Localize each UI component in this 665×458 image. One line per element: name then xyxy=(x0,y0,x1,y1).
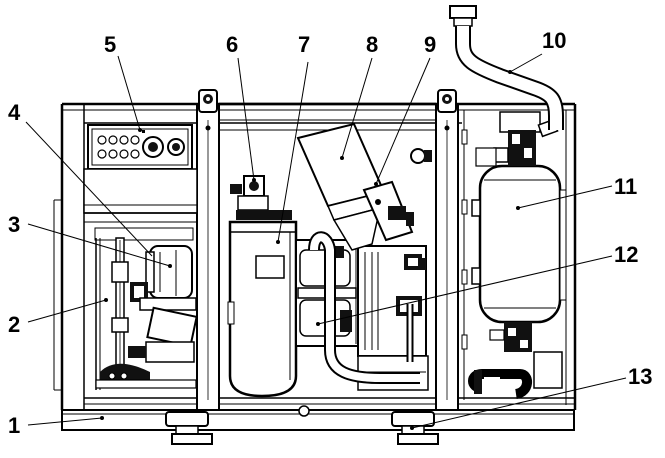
leader-lines xyxy=(25,53,627,430)
tank-bottom-fittings xyxy=(489,322,563,389)
vertical-post-right xyxy=(435,89,459,411)
callout-1: 1 xyxy=(8,413,20,438)
tank-top-fittings xyxy=(475,111,559,167)
callout-5: 5 xyxy=(104,32,116,57)
callout-10: 10 xyxy=(542,28,566,53)
callout-7: 7 xyxy=(298,32,310,57)
callout-8: 8 xyxy=(366,32,378,57)
intake-valve xyxy=(362,180,422,270)
anti-vibration-mount-left xyxy=(165,411,213,445)
left-compartment xyxy=(83,168,198,241)
outer-frame xyxy=(53,102,577,410)
callout-3: 3 xyxy=(8,212,20,237)
callout-12: 12 xyxy=(614,242,638,267)
callout-6: 6 xyxy=(226,32,238,57)
discharge-hose xyxy=(308,231,420,384)
callout-13: 13 xyxy=(628,364,652,389)
pressure-gauge-fitting xyxy=(410,148,432,164)
callout-11: 11 xyxy=(614,174,637,199)
base-frame xyxy=(61,405,575,431)
callout-labels: 1 2 3 4 5 6 7 8 9 10 11 12 13 xyxy=(8,28,652,438)
callout-9: 9 xyxy=(424,32,436,57)
fan-motor xyxy=(130,245,197,311)
external-discharge-pipe xyxy=(449,5,564,130)
vertical-post-left xyxy=(196,89,220,411)
partition-wall xyxy=(219,102,468,410)
oil-cooler-hose xyxy=(468,369,532,399)
anti-vibration-mount-right xyxy=(391,411,439,445)
main-filter-canister xyxy=(227,220,298,398)
callout-2: 2 xyxy=(8,312,20,337)
solenoid-valve xyxy=(230,175,292,220)
lower-left-assembly xyxy=(95,306,198,389)
separator-tank xyxy=(471,164,567,324)
callout-4: 4 xyxy=(8,100,21,125)
control-panel xyxy=(87,124,193,170)
